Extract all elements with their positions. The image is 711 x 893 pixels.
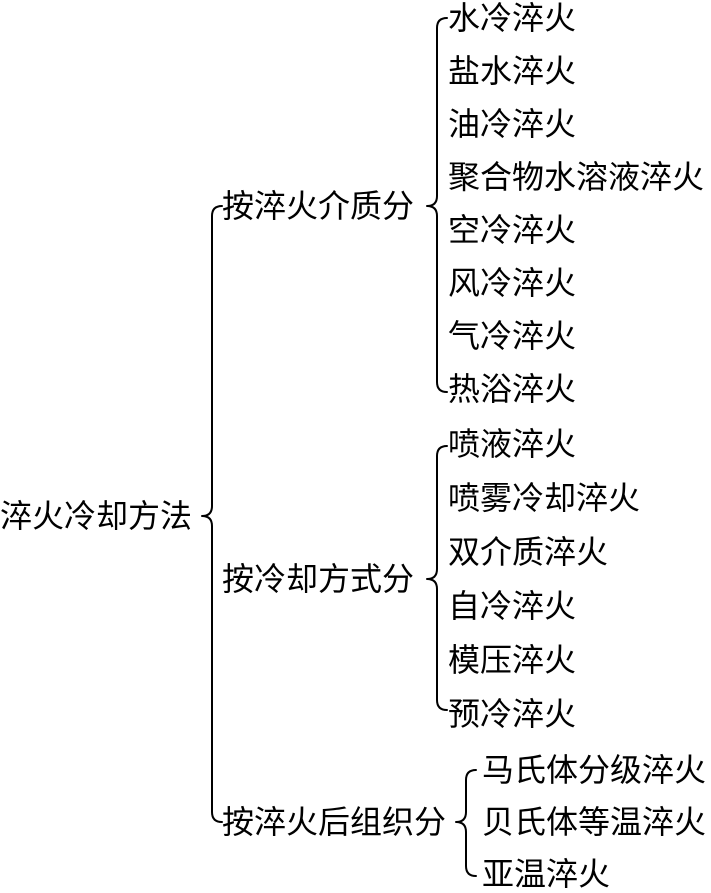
group-1-item: 水冷淬火 <box>448 0 577 37</box>
group-3-item: 贝氏体等温淬火 <box>482 803 707 841</box>
group-2-label: 按冷却方式分 <box>222 560 415 598</box>
group-2-brace <box>426 445 448 711</box>
group-1-label: 按淬火介质分 <box>222 187 415 225</box>
group-1-item: 气冷淬火 <box>448 317 577 355</box>
group-1-item: 聚合物水溶液淬火 <box>448 158 705 196</box>
group-3-brace <box>455 769 477 877</box>
group-1-item: 空冷淬火 <box>448 211 577 249</box>
group-1-item: 油冷淬火 <box>448 105 577 143</box>
group-1-item: 热浴淬火 <box>448 370 577 408</box>
group-3-label: 按淬火后组织分 <box>222 803 447 841</box>
root-label: 淬火冷却方法 <box>0 497 193 535</box>
group-2-item: 双介质淬火 <box>448 533 609 571</box>
group-1-brace <box>426 17 448 393</box>
group-3-item: 亚温淬火 <box>482 855 611 893</box>
group-2-item: 自冷淬火 <box>448 587 577 625</box>
group-2-item: 喷液淬火 <box>448 425 577 463</box>
group-2-item: 预冷淬火 <box>448 695 577 733</box>
group-1-item: 盐水淬火 <box>448 52 577 90</box>
group-2-item: 模压淬火 <box>448 641 577 679</box>
group-1-item: 风冷淬火 <box>448 264 577 302</box>
group-2-item: 喷雾冷却淬火 <box>448 479 641 517</box>
group-3-item: 马氏体分级淬火 <box>482 751 707 789</box>
root-brace <box>201 205 223 823</box>
